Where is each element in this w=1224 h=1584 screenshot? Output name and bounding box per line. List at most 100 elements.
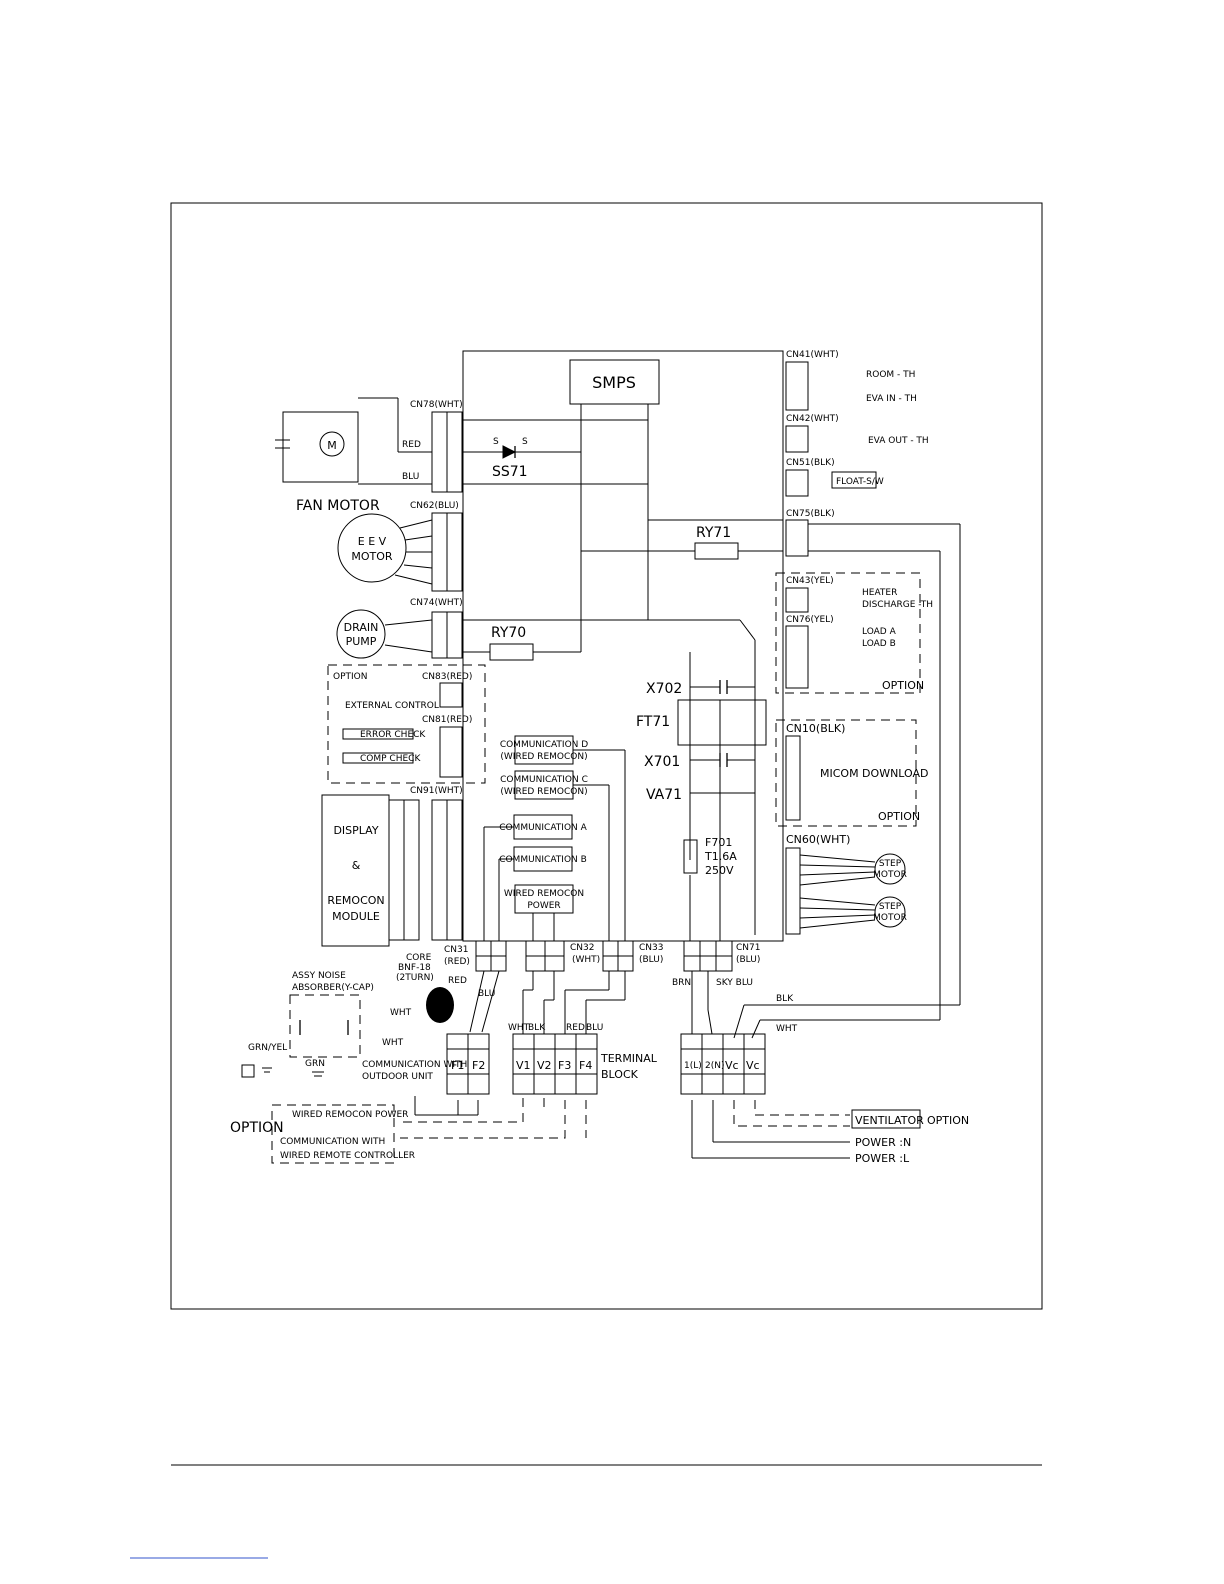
svg-text:DISCHARGE -TH: DISCHARGE -TH (862, 600, 933, 610)
svg-text:250V: 250V (705, 864, 734, 877)
svg-text:COMMUNICATION A: COMMUNICATION A (499, 823, 587, 833)
svg-text:WIRED REMOTE CONTROLLER: WIRED REMOTE CONTROLLER (280, 1151, 415, 1161)
svg-text:HEATER: HEATER (862, 588, 897, 598)
diagram-frame (170, 202, 1043, 1310)
svg-text:RY71: RY71 (696, 525, 731, 541)
svg-text:WHT: WHT (390, 1008, 412, 1018)
svg-text:(BLU): (BLU) (736, 955, 760, 965)
svg-text:COMMUNICATION WITH: COMMUNICATION WITH (362, 1060, 467, 1070)
svg-text:OPTION: OPTION (927, 1114, 969, 1127)
svg-text:V2: V2 (537, 1059, 552, 1072)
svg-text:Vc: Vc (746, 1059, 760, 1072)
svg-text:RY70: RY70 (491, 625, 526, 641)
svg-text:BLK: BLK (528, 1023, 546, 1033)
fan-motor: M RED BLU FAN MOTOR (275, 397, 432, 514)
svg-text:(WIRED REMOCON): (WIRED REMOCON) (500, 787, 587, 797)
svg-text:F3: F3 (558, 1059, 571, 1072)
svg-text:F701: F701 (705, 836, 732, 849)
svg-text:SKY BLU: SKY BLU (716, 978, 753, 988)
svg-text:FAN MOTOR: FAN MOTOR (296, 498, 380, 514)
svg-text:WIRED REMOCON POWER: WIRED REMOCON POWER (292, 1110, 408, 1120)
svg-text:CN10(BLK): CN10(BLK) (786, 722, 845, 735)
svg-text:MOTOR: MOTOR (873, 870, 907, 880)
svg-text:GRN: GRN (305, 1059, 325, 1069)
svg-text:ROOM - TH: ROOM - TH (866, 370, 915, 380)
svg-text:S: S (522, 437, 528, 447)
svg-text:SMPS: SMPS (592, 373, 636, 392)
svg-text:ABSORBER(Y-CAP): ABSORBER(Y-CAP) (292, 983, 374, 993)
svg-text:(WIRED REMOCON): (WIRED REMOCON) (500, 752, 587, 762)
svg-text:STEP: STEP (879, 859, 902, 869)
svg-text:M: M (327, 439, 337, 452)
svg-text:LOAD A: LOAD A (862, 627, 897, 637)
svg-text:X701: X701 (644, 754, 680, 770)
svg-text:BLOCK: BLOCK (601, 1068, 639, 1081)
svg-text:X702: X702 (646, 681, 682, 697)
svg-text:OPTION: OPTION (878, 810, 920, 823)
svg-text:BRN: BRN (672, 978, 691, 988)
power-feeds: VENTILATOR OPTION POWER :N POWER :L (691, 1100, 969, 1165)
svg-text:CN78(WHT): CN78(WHT) (410, 400, 463, 410)
svg-text:2(N): 2(N) (705, 1061, 724, 1071)
svg-text:REMOCON: REMOCON (327, 894, 384, 907)
svg-text:F4: F4 (579, 1059, 592, 1072)
svg-text:OPTION: OPTION (333, 672, 367, 682)
svg-text:BLU: BLU (402, 472, 419, 482)
svg-text:(2TURN): (2TURN) (396, 973, 434, 983)
svg-text:LOAD B: LOAD B (862, 639, 896, 649)
svg-text:OPTION: OPTION (882, 679, 924, 692)
svg-text:Vc: Vc (725, 1059, 739, 1072)
svg-text:CN32: CN32 (570, 943, 594, 953)
svg-text:FT71: FT71 (636, 714, 670, 730)
smps-block: SMPS (569, 359, 660, 405)
svg-text:POWER :N: POWER :N (855, 1136, 911, 1149)
svg-text:TERMINAL: TERMINAL (600, 1052, 658, 1065)
svg-text:BLU: BLU (586, 1023, 603, 1033)
svg-text:STEP: STEP (879, 902, 902, 912)
svg-text:CN62(BLU): CN62(BLU) (410, 501, 459, 511)
svg-text:CN81(RED): CN81(RED) (422, 715, 472, 725)
svg-text:CN43(YEL): CN43(YEL) (786, 576, 834, 586)
svg-text:EXTERNAL CONTROL: EXTERNAL CONTROL (345, 701, 439, 711)
svg-text:CN71: CN71 (736, 943, 760, 953)
svg-text:T1.6A: T1.6A (704, 850, 737, 863)
svg-text:CN83(RED): CN83(RED) (422, 672, 472, 682)
svg-text:OUTDOOR UNIT: OUTDOOR UNIT (362, 1072, 433, 1082)
cn60-step-motors: CN60(WHT) STEP MOTOR STEP MOTOR (785, 833, 907, 935)
svg-text:OPTION: OPTION (230, 1120, 284, 1136)
svg-text:EVA OUT - TH: EVA OUT - TH (868, 436, 929, 446)
svg-text:CN91(WHT): CN91(WHT) (410, 786, 463, 796)
terminal-power: 1(L) 2(N) Vc Vc (680, 971, 766, 1095)
svg-text:COMMUNICATION B: COMMUNICATION B (499, 855, 587, 865)
cn62-eev: CN62(BLU) E E V MOTOR (337, 501, 463, 592)
svg-text:WIRED REMOCON: WIRED REMOCON (504, 889, 584, 899)
svg-text:SS71: SS71 (492, 464, 528, 480)
option-box-left: OPTION CN83(RED) EXTERNAL CONTROL CN81(R… (327, 664, 486, 784)
svg-text:BNF-18: BNF-18 (398, 963, 431, 973)
svg-text:F2: F2 (472, 1059, 485, 1072)
svg-text:CN31: CN31 (444, 945, 468, 955)
svg-text:COMP CHECK: COMP CHECK (360, 754, 421, 764)
svg-text:ERROR CHECK: ERROR CHECK (360, 730, 426, 740)
noise-absorber: CORE BNF-18 (2TURN) ASSY NOISE ABSORBER(… (241, 953, 500, 1078)
micom-download-box: CN10(BLK) MICOM DOWNLOAD OPTION (775, 719, 929, 827)
svg-text:VA71: VA71 (646, 787, 682, 803)
svg-text:CN76(YEL): CN76(YEL) (786, 615, 834, 625)
svg-text:FLOAT-S/W: FLOAT-S/W (836, 477, 884, 487)
svg-text:CORE: CORE (406, 953, 432, 963)
svg-text:CN74(WHT): CN74(WHT) (410, 598, 463, 608)
svg-text:CN33: CN33 (639, 943, 663, 953)
svg-text:CN75(BLK): CN75(BLK) (786, 509, 835, 519)
svg-text:EVA IN - TH: EVA IN - TH (866, 394, 917, 404)
svg-text:WHT: WHT (776, 1024, 798, 1034)
svg-text:COMMUNICATION C: COMMUNICATION C (500, 775, 588, 785)
svg-text:V1: V1 (516, 1059, 531, 1072)
svg-text:ASSY NOISE: ASSY NOISE (292, 971, 346, 981)
ft71-filter: X702 FT71 X701 VA71 F701 T1.6A 250V (636, 680, 767, 877)
right-connectors: CN41(WHT) ROOM - TH EVA IN - TH CN42(WHT… (785, 350, 929, 557)
svg-text:RED: RED (402, 440, 421, 450)
svg-text:GRN/YEL: GRN/YEL (248, 1043, 287, 1053)
svg-text:E E V: E E V (358, 535, 387, 548)
svg-text:POWER: POWER (527, 901, 560, 911)
